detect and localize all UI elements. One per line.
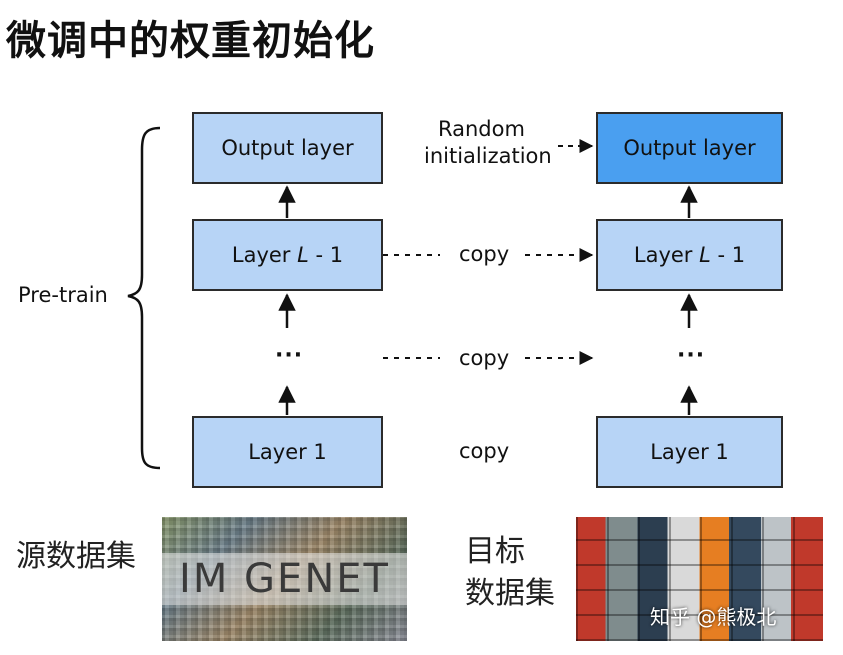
- target-dataset-label-line1: 目标: [465, 534, 525, 569]
- target-dataset-label-line2: 数据集: [465, 576, 555, 611]
- left-output-layer: Output layer: [192, 112, 383, 184]
- pretrain-label: Pre-train: [18, 283, 108, 307]
- left-ellipsis: ···: [275, 343, 304, 368]
- right-layer-l-prefix: Layer: [633, 243, 700, 267]
- right-layer-l-var: L: [699, 243, 711, 267]
- source-dataset-label: 源数据集: [16, 539, 136, 574]
- left-layer-1-label: Layer 1: [248, 440, 327, 464]
- random-init-line2: initialization: [424, 144, 552, 168]
- left-output-layer-label: Output layer: [221, 136, 354, 160]
- page-title: 微调中的权重初始化: [6, 18, 375, 64]
- right-layer-l-minus-1: Layer L - 1: [596, 219, 783, 291]
- right-layer-1-label: Layer 1: [650, 440, 729, 464]
- left-layer-1: Layer 1: [192, 416, 383, 488]
- right-output-layer-label: Output layer: [623, 136, 756, 160]
- left-layer-l-prefix: Layer: [231, 243, 298, 267]
- zhihu-watermark: 知乎 @熊极北: [650, 605, 777, 629]
- copy-label-layer1: copy: [459, 439, 510, 463]
- random-init-line1: Random: [438, 117, 525, 141]
- left-layer-l-suffix: - 1: [308, 243, 344, 267]
- copy-label-lm1: copy: [459, 242, 510, 266]
- right-layer-l-suffix: - 1: [710, 243, 746, 267]
- pretrain-brace: [127, 126, 161, 470]
- left-layer-l-var: L: [297, 243, 309, 267]
- right-output-layer: Output layer: [596, 112, 783, 184]
- car-mosaic-image: [576, 517, 823, 641]
- copy-label-ellipsis: copy: [459, 346, 510, 370]
- right-ellipsis: ···: [677, 343, 706, 368]
- left-layer-l-minus-1: Layer L - 1: [192, 219, 383, 291]
- right-layer-1: Layer 1: [596, 416, 783, 488]
- imagenet-logo: IM GENET: [162, 553, 407, 605]
- imagenet-mosaic-image: IM GENET: [162, 517, 407, 641]
